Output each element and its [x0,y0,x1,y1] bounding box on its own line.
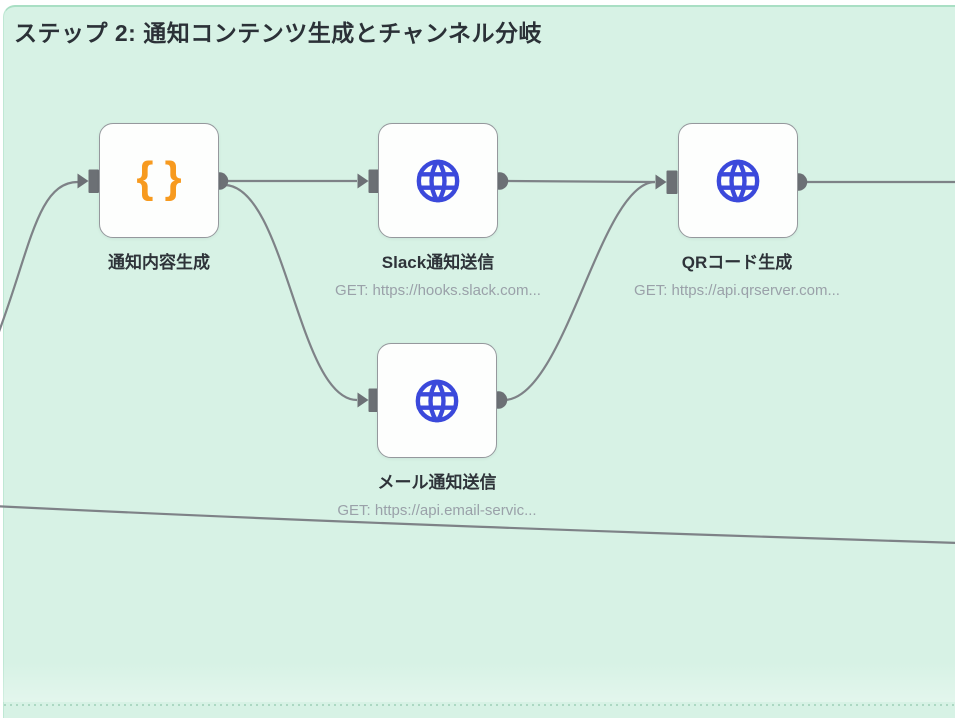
node-qr-generate-subtitle: GET: https://api.qrserver.com... [634,282,840,299]
node-email-send-label: メール通知送信 [377,473,497,492]
qr-input-port[interactable] [666,170,678,195]
node-generate-content[interactable]: {} [99,123,219,238]
generate-input-port[interactable] [88,169,100,194]
slack-input-arrow-icon [357,173,369,189]
edge-crossing-line[interactable] [0,505,955,544]
node-qr-generate[interactable] [678,123,798,238]
node-email-send-subtitle: GET: https://api.email-servic... [337,502,537,519]
email-input-port[interactable] [368,388,380,413]
node-slack-send-subtitle: GET: https://hooks.slack.com... [335,282,541,299]
edge-generate-to-email[interactable] [224,183,358,402]
edge-email-to-qr[interactable] [503,180,656,402]
node-slack-send[interactable] [378,123,498,238]
email-input-arrow-icon [357,392,369,408]
globe-icon [713,156,763,206]
globe-icon [413,156,463,206]
qr-input-arrow-icon [655,174,667,190]
slack-input-port[interactable] [368,169,380,194]
canvas-title: ステップ 2: 通知コンテンツ生成とチャンネル分岐 [14,20,543,46]
generate-input-arrow-icon [77,173,89,189]
braces-icon: {} [136,152,193,202]
node-email-send[interactable] [377,343,497,458]
globe-icon [412,376,462,426]
node-generate-content-label: 通知内容生成 [108,253,210,272]
node-qr-generate-label: QRコード生成 [681,253,793,272]
node-slack-send-label: Slack通知送信 [381,253,495,272]
edge-slack-to-qr[interactable] [503,179,656,184]
edge-entry-to-generate[interactable] [0,180,79,350]
